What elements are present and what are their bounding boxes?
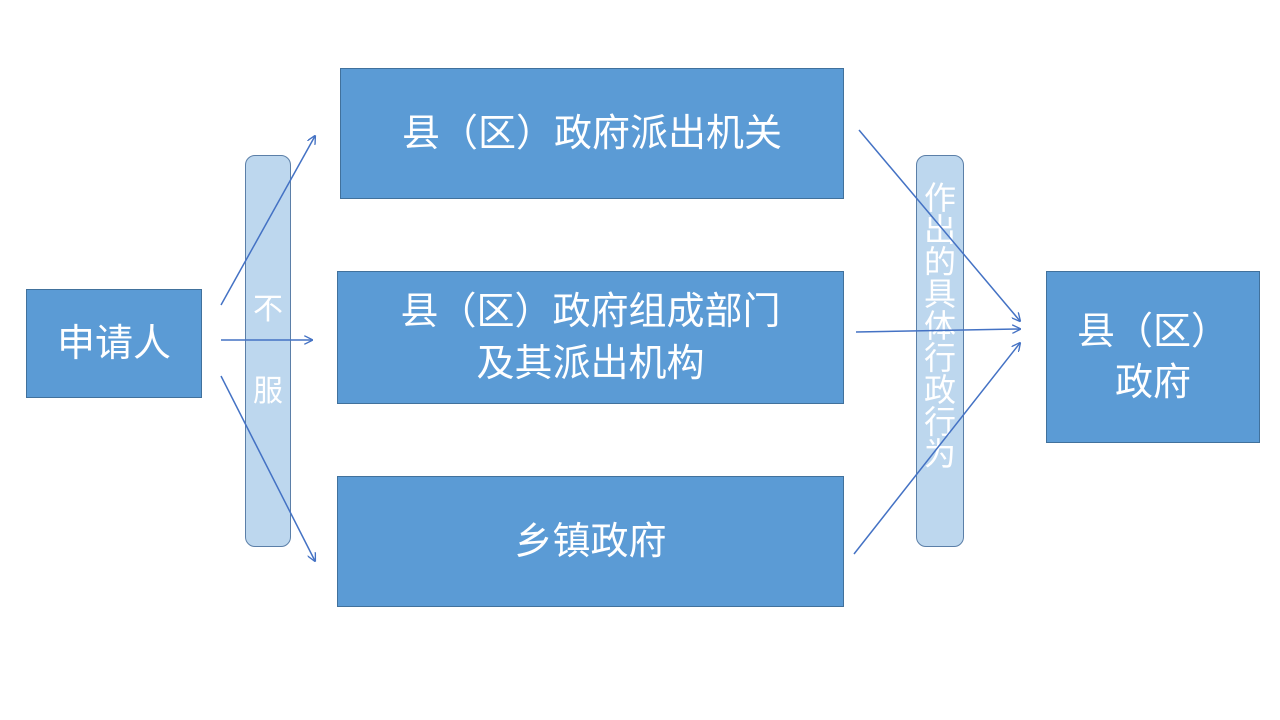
action-char-4: 具	[923, 275, 956, 313]
org-bottom-box: 乡镇政府	[337, 476, 844, 607]
action-char-5: 体	[923, 307, 956, 345]
org-bottom-label: 乡镇政府	[514, 518, 667, 563]
action-char-6: 行	[923, 339, 956, 377]
action-char-3: 的	[923, 243, 956, 281]
arrow-from-org-top	[858, 129, 1020, 321]
action-char-1: 作	[923, 179, 956, 217]
org-top-label: 县（区）政府派出机关	[401, 110, 782, 155]
applicant-box: 申请人	[26, 289, 202, 398]
org-middle-line1: 县（区）政府组成部门	[400, 289, 781, 334]
org-middle-box: 县（区）政府组成部门 及其派出机构	[337, 271, 844, 404]
not-accept-char-1: 不	[253, 292, 283, 327]
action-char-8: 行	[923, 403, 956, 441]
action-char-2: 出	[923, 211, 956, 249]
action-pill: 作 出 的 具 体 行 政 行 为	[916, 155, 964, 547]
arrow-to-org-top	[220, 136, 315, 306]
target-line2: 政府	[1114, 360, 1191, 404]
arrow-from-org-bottom	[853, 343, 1020, 555]
target-line1: 县（区）	[1076, 308, 1229, 353]
not-accept-char-2: 服	[253, 374, 283, 409]
action-char-7: 政	[923, 371, 956, 409]
applicant-label: 申请人	[56, 320, 171, 365]
org-middle-line2: 及其派出机构	[476, 340, 705, 385]
target-box: 县（区） 政府	[1046, 271, 1260, 443]
org-top-box: 县（区）政府派出机关	[340, 68, 844, 199]
arrow-from-org-middle	[855, 329, 1020, 332]
action-char-9: 为	[923, 435, 956, 473]
arrow-to-org-bottom	[220, 375, 315, 561]
